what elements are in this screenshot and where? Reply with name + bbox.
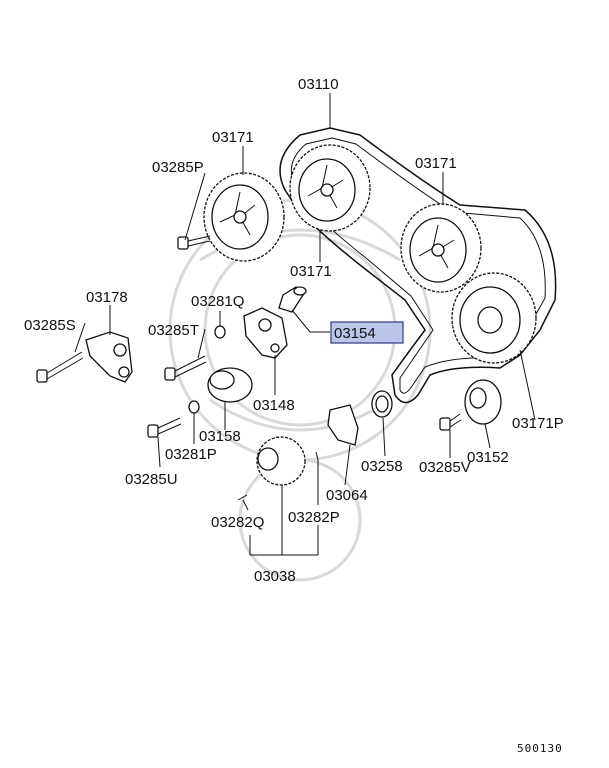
bolt-03285S xyxy=(36,351,84,383)
label-03258[interactable]: 03258 xyxy=(361,458,403,475)
idler-03158 xyxy=(207,367,253,403)
label-03148[interactable]: 03148 xyxy=(253,397,295,414)
pin-03282P xyxy=(315,451,319,461)
leader-lines xyxy=(74,93,536,556)
label-03285P[interactable]: 03285P xyxy=(152,159,204,176)
label-03282Q[interactable]: 03282Q xyxy=(211,514,264,531)
washer-03281Q xyxy=(214,325,226,339)
pin-03282Q xyxy=(237,494,248,501)
pulley-03152 xyxy=(464,379,502,425)
cam-sprocket-right xyxy=(400,203,482,293)
plate-03064 xyxy=(327,404,359,446)
label-03285V[interactable]: 03285V xyxy=(419,459,471,476)
label-03171-right[interactable]: 03171 xyxy=(415,155,457,172)
label-03285S[interactable]: 03285S xyxy=(24,317,76,334)
crank-sprocket xyxy=(451,272,537,364)
bolt-03285U xyxy=(147,417,182,438)
tensioner-03178 xyxy=(85,331,133,383)
label-03285U[interactable]: 03285U xyxy=(125,471,178,488)
highlight-box-03154 xyxy=(330,321,404,344)
bolt-03285P xyxy=(177,235,211,250)
label-03110[interactable]: 03110 xyxy=(298,76,339,93)
label-03281Q[interactable]: 03281Q xyxy=(191,293,244,310)
label-03064[interactable]: 03064 xyxy=(326,487,368,504)
bracket-03148 xyxy=(243,307,288,359)
bolt-03285T xyxy=(164,355,207,381)
label-03178[interactable]: 03178 xyxy=(86,289,128,306)
label-03038[interactable]: 03038 xyxy=(254,568,296,585)
washer-03281P xyxy=(188,400,200,414)
label-03152[interactable]: 03152 xyxy=(467,449,509,466)
label-03282P[interactable]: 03282P xyxy=(288,509,340,526)
footer-code: 500130 xyxy=(517,742,563,755)
idler-03038 xyxy=(256,436,306,486)
label-03285T[interactable]: 03285T xyxy=(148,322,199,339)
label-03171P[interactable]: 03171P xyxy=(512,415,564,432)
cam-sprocket-top xyxy=(289,144,371,232)
label-03158[interactable]: 03158 xyxy=(199,428,241,445)
pin-03154 xyxy=(278,286,307,313)
ring-03258 xyxy=(371,390,393,418)
bolt-03285V xyxy=(439,413,462,431)
label-03171-mid[interactable]: 03171 xyxy=(290,263,332,280)
label-03171-top[interactable]: 03171 xyxy=(212,129,254,146)
cam-sprocket-left xyxy=(203,172,285,262)
label-03281P[interactable]: 03281P xyxy=(165,446,217,463)
label-03154[interactable]: 03154 xyxy=(334,325,376,342)
